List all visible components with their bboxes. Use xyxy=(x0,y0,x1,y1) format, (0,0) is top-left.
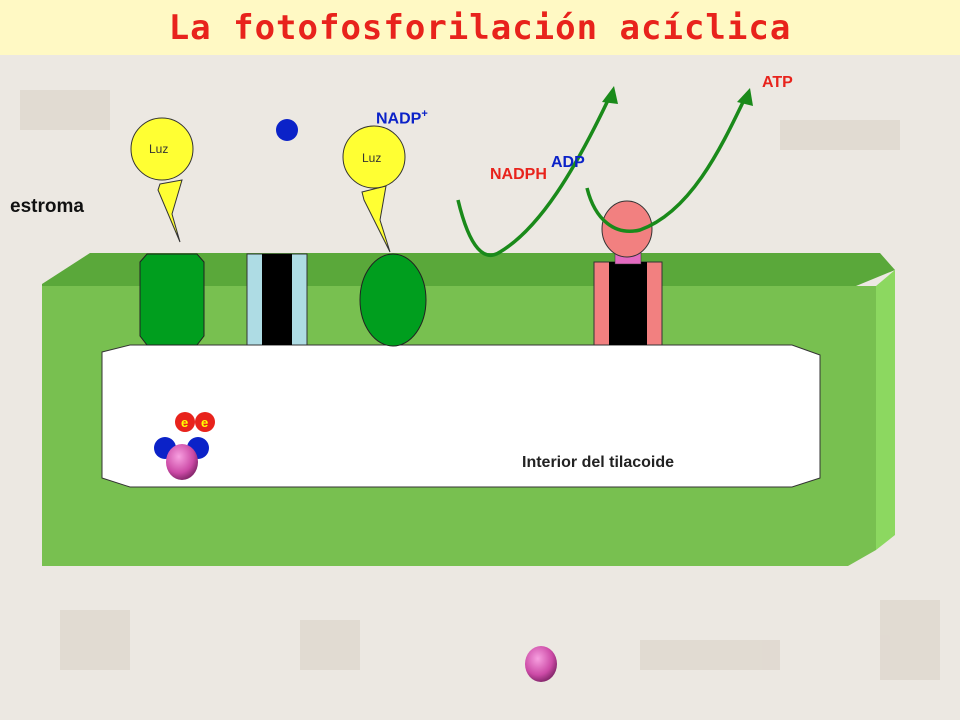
pink-molecule-bottom xyxy=(525,646,557,682)
cytochrome-core xyxy=(262,254,292,345)
nadp-text: NADP xyxy=(376,110,422,128)
nadp-superscript: + xyxy=(421,108,428,120)
light-pointer-2 xyxy=(361,185,391,253)
atp-arrow-head xyxy=(737,88,753,106)
light-label-1: Luz xyxy=(149,142,168,156)
adp-label: ADP xyxy=(551,154,585,171)
light-circle-1 xyxy=(130,117,194,181)
atp-arrow xyxy=(585,99,746,233)
atp-synthase-head xyxy=(601,200,653,258)
electron-2-label: e xyxy=(201,415,208,430)
nadp-label: NADP+ xyxy=(376,108,428,128)
photosystem-ii xyxy=(139,253,205,346)
light-pointer-1 xyxy=(157,179,183,243)
nadph-label: NADPH xyxy=(490,166,547,183)
interior-label: Interior del tilacoide xyxy=(522,454,675,471)
oxygen-molecule xyxy=(166,444,198,480)
atp-synthase-channel xyxy=(609,262,647,345)
proton-stroma xyxy=(276,119,298,141)
title-bar: La fotofosforilación acíclica xyxy=(0,0,960,55)
photosystem-i xyxy=(359,253,427,347)
electron-1-label: e xyxy=(181,415,188,430)
membrane-right-face xyxy=(876,270,895,550)
stroma-label: estroma xyxy=(10,196,84,217)
thylakoid-lumen xyxy=(101,344,821,488)
nadph-arrow xyxy=(456,95,612,257)
slide-title: La fotofosforilación acíclica xyxy=(168,7,792,48)
light-circle-2 xyxy=(342,125,406,189)
atp-label: ATP xyxy=(762,74,793,91)
electron-2 xyxy=(195,412,215,432)
light-label-2: Luz xyxy=(362,151,381,165)
nadph-arrow-head xyxy=(602,86,618,104)
electron-1 xyxy=(175,412,195,432)
